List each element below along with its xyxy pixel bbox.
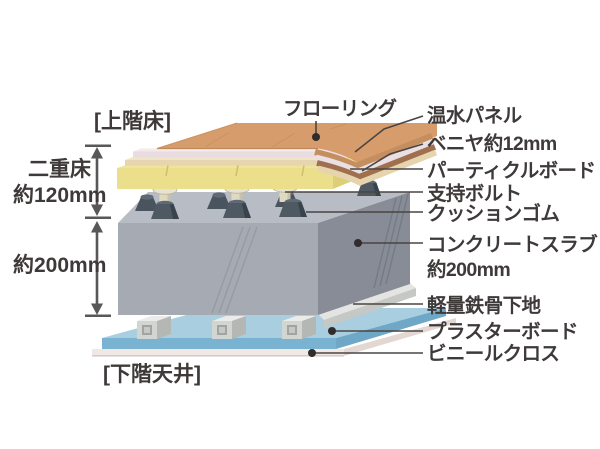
- label-concrete-slab-2: 約200mm: [427, 258, 510, 281]
- steel-channel: [212, 316, 246, 339]
- label-vinyl-cloth: ビニールクロス: [427, 343, 559, 365]
- hot-water-panel-layer: [133, 148, 357, 157]
- leader-concrete-slab: [354, 239, 423, 247]
- label-particle-board: パーティクルボード: [427, 160, 595, 182]
- label-plaster-board: プラスターボード: [427, 320, 578, 343]
- dim-double-floor-name: 二重床: [28, 157, 91, 181]
- cushion-rubber: [207, 192, 231, 209]
- leader-flooring: [312, 121, 320, 141]
- leader-plywood: [361, 143, 424, 172]
- label-concrete-slab-1: コンクリートスラブ: [427, 233, 598, 256]
- layer-edge-drape: [314, 132, 438, 186]
- steel-channel: [137, 316, 171, 339]
- leader-hot-water-panel: [354, 115, 424, 153]
- header-upper-floor: [上階床]: [94, 109, 171, 133]
- label-plywood: ベニヤ約12mm: [427, 132, 557, 155]
- dimension-arrow-double-floor: [85, 144, 111, 219]
- label-cushion-rubber: クッションゴム: [427, 202, 559, 225]
- label-light-steel-frame: 軽量鉄骨下地: [427, 294, 542, 317]
- diagram-labels: [上階床] [下階天井] 二重床 約120mm 約200mm フローリング 温水…: [13, 97, 599, 386]
- dim-slab-value: 約200mm: [13, 253, 106, 277]
- dim-double-floor-value: 約120mm: [13, 183, 106, 207]
- label-support-bolt: 支持ボルト: [426, 182, 522, 205]
- leader-lines: [285, 115, 424, 357]
- label-hot-water-panel: 温水パネル: [427, 104, 523, 127]
- plywood-layer: [125, 157, 349, 166]
- cushion-rubber: [135, 194, 159, 211]
- steel-frame-channels: [137, 316, 316, 339]
- flooring-layer: [156, 122, 437, 166]
- dimension-arrow-slab: [85, 221, 111, 317]
- leader-plaster-board: [328, 327, 423, 335]
- label-flooring: フローリング: [283, 97, 398, 120]
- leader-vinyl-cloth: [308, 349, 423, 357]
- vinyl-cloth-sheet: [92, 318, 456, 357]
- steel-frame-right-strip: [318, 283, 416, 328]
- steel-channel: [282, 316, 316, 339]
- header-lower-ceiling: [下階天井]: [103, 363, 201, 386]
- concrete-slab: [118, 192, 410, 315]
